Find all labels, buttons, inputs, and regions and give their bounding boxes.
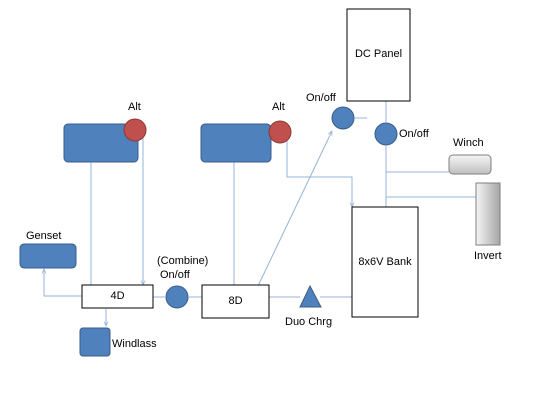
invert-label: Invert	[474, 250, 502, 262]
engine-left-block	[63, 123, 139, 163]
genset-label: Genset	[26, 230, 62, 242]
combine-onoff-label: On/off	[160, 269, 190, 281]
onoff-top-label: On/off	[306, 92, 336, 104]
connection-lines	[44, 101, 476, 326]
combine-switch-circle	[165, 285, 189, 309]
wire-8d-onoff	[257, 131, 333, 287]
duo-charger-triangle	[299, 284, 322, 308]
dc-panel-box	[346, 8, 411, 102]
inverter-block	[475, 182, 501, 246]
genset-block	[19, 243, 77, 269]
onoff-right-circle	[374, 122, 398, 146]
bank-label: 8x6V Bank	[358, 256, 412, 268]
battery-4d-label: 4D	[110, 290, 125, 302]
onoff-right-label: On/off	[399, 128, 429, 140]
windlass-label: Windlass	[112, 338, 157, 350]
winch-block	[448, 154, 492, 175]
combine-label: (Combine)	[157, 255, 209, 267]
dc-panel-label: DC Panel	[354, 48, 403, 60]
wire-4d-genset	[44, 269, 82, 297]
duo-chrg-label: Duo Chrg	[285, 316, 333, 328]
battery-8d-box	[201, 284, 270, 319]
bank-box	[351, 206, 419, 318]
alt-left-label: Alt	[128, 101, 141, 113]
alt-right-circle	[268, 120, 292, 144]
wire-alt2-bank	[286, 134, 352, 207]
windlass-block	[79, 327, 111, 357]
alt-left-circle	[123, 118, 147, 142]
engine-right-block	[200, 123, 272, 163]
onoff-top-circle	[331, 106, 355, 130]
battery-8d-label: 8D	[228, 295, 243, 307]
alt-right-label: Alt	[272, 101, 285, 113]
winch-label: Winch	[453, 137, 484, 149]
battery-4d-box	[81, 284, 154, 309]
